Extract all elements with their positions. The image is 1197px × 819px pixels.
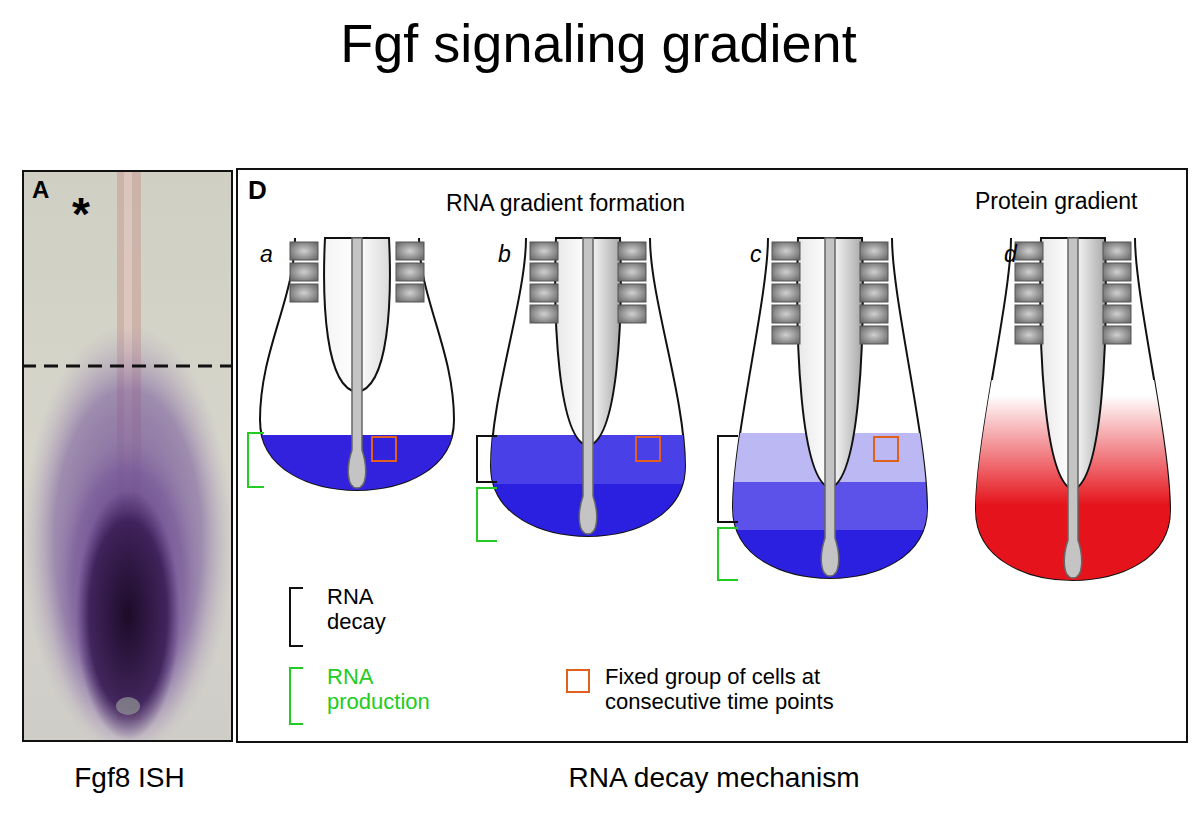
figure-panel: DRNA decay mechanism xyxy=(236,168,1188,743)
panel-caption: RNA decay mechanism xyxy=(198,762,1197,794)
section-heading: Protein gradient xyxy=(975,188,1137,214)
legend-text: RNA production xyxy=(327,664,447,715)
embryo-d xyxy=(960,238,1190,585)
figure-panel: AFgf8 ISH xyxy=(22,170,233,742)
panel-letter: D xyxy=(248,176,267,206)
legend-cell-square xyxy=(567,670,589,692)
legend-text: Fixed group of cells at consecutive time… xyxy=(605,664,905,715)
legend-decay-bracket xyxy=(290,588,303,646)
stage-letter: a xyxy=(260,241,273,267)
panel-letter: A xyxy=(32,176,49,204)
stage-letter: d xyxy=(1004,241,1017,267)
embryo-b xyxy=(477,238,700,541)
stage-letter: b xyxy=(498,241,511,267)
panel-caption: Fgf8 ISH xyxy=(0,762,275,794)
legend-text: RNA decay xyxy=(327,584,417,635)
embryo-c xyxy=(718,238,940,582)
stage-letter: c xyxy=(750,241,762,267)
section-heading: RNA gradient formation xyxy=(446,190,685,216)
ish-photo xyxy=(24,172,231,740)
asterisk-mark: * xyxy=(72,188,90,241)
legend-production-bracket xyxy=(290,668,303,724)
embryo-a xyxy=(248,238,470,495)
slide-title: Fgf signaling gradient xyxy=(0,12,1197,74)
